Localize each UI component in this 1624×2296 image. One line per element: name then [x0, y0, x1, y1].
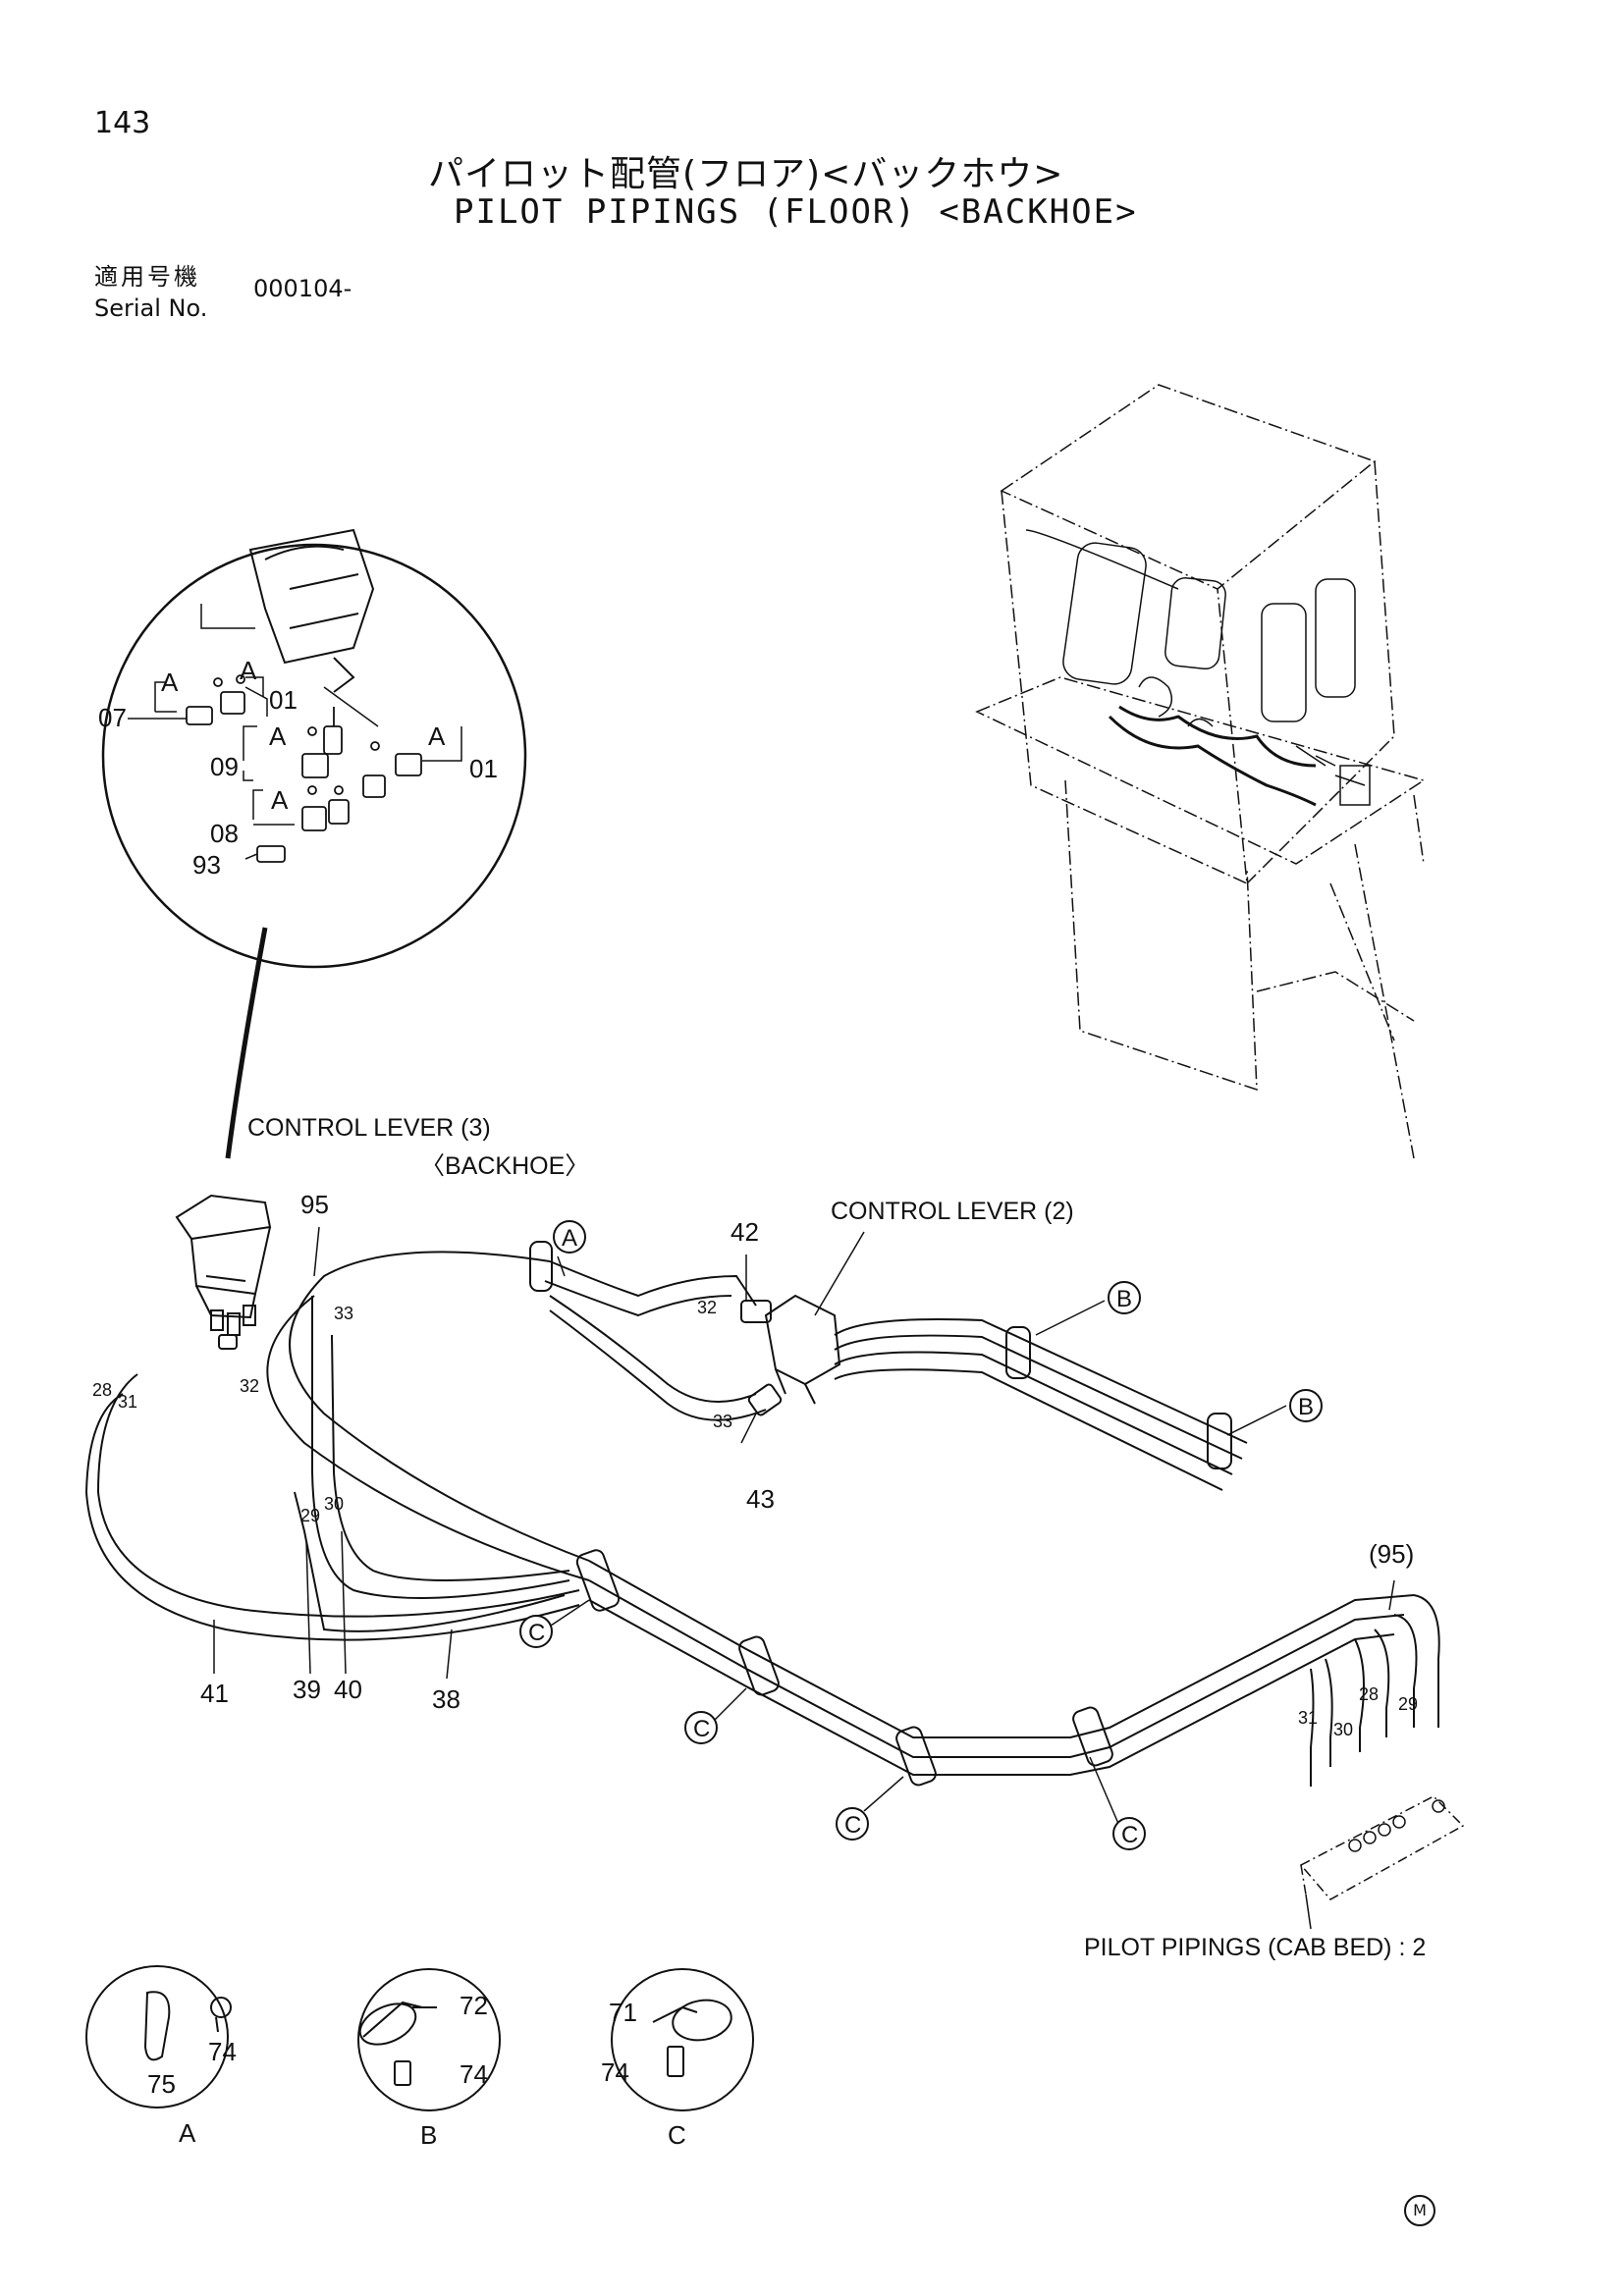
clamp-c-part-71: 71: [609, 1998, 637, 2027]
part-40: 40: [334, 1675, 362, 1704]
svg-text:B: B: [1298, 1394, 1314, 1420]
label-backhoe: 〈BACKHOE〉: [420, 1152, 590, 1180]
part-43: 43: [746, 1484, 775, 1514]
callout-c-4: C: [1112, 1817, 1146, 1850]
callout-b-1: B: [1108, 1281, 1141, 1314]
page-title-japanese: パイロット配管(フロア)<バックホウ>: [428, 154, 1064, 194]
part-30-right: 30: [1333, 1720, 1354, 1739]
detail-label-01-right: 01: [469, 754, 498, 783]
detail-label-a-mid-left: A: [269, 721, 287, 751]
callout-c-1: C: [519, 1615, 553, 1648]
clamp-b-part-72: 72: [460, 1991, 488, 2020]
part-31: 31: [118, 1392, 138, 1412]
part-95: 95: [300, 1190, 329, 1219]
clamp-c-letter: C: [668, 2120, 686, 2150]
part-28: 28: [92, 1380, 113, 1400]
clamp-detail-a: [85, 1965, 232, 2109]
clamp-b-letter: B: [420, 2120, 438, 2150]
detail-label-a-left: A: [161, 667, 179, 697]
svg-text:A: A: [562, 1225, 577, 1252]
control-lever-3: [175, 1194, 272, 1350]
detail-label-93: 93: [192, 850, 221, 880]
part-42: 42: [731, 1217, 759, 1247]
part-32-top: 32: [697, 1298, 718, 1317]
clamp-b-part-74: 74: [460, 2059, 488, 2089]
svg-text:C: C: [693, 1716, 710, 1742]
part-29-right: 29: [1398, 1694, 1419, 1714]
callout-b-2: B: [1289, 1389, 1323, 1422]
svg-text:B: B: [1116, 1286, 1132, 1312]
detail-label-a-lower: A: [271, 785, 289, 815]
clamp-a-part-74: 74: [208, 2037, 237, 2066]
part-28-right: 28: [1359, 1684, 1380, 1704]
clamp-detail-b: [357, 1968, 501, 2111]
control-lever-2: [740, 1294, 841, 1416]
detail-circle-fittings: [101, 528, 527, 1159]
part-41: 41: [200, 1679, 229, 1708]
footer-mark: M: [1404, 2195, 1435, 2226]
part-30: 30: [324, 1494, 345, 1514]
detail-label-a-right: A: [240, 656, 257, 685]
callout-c-2: C: [684, 1711, 718, 1744]
svg-text:C: C: [844, 1812, 861, 1839]
clamp-detail-c: [611, 1968, 754, 2111]
part-31-right: 31: [1298, 1708, 1319, 1728]
callout-a: A: [553, 1220, 586, 1254]
serial-label-japanese: 適用号機: [94, 263, 200, 291]
part-39: 39: [293, 1675, 321, 1704]
serial-number-value: 000104-: [253, 275, 352, 302]
clamp-markers: [529, 1241, 1232, 1787]
part-32-lever: 32: [240, 1376, 260, 1396]
hose-bundle: [84, 1251, 1440, 1787]
page-title-english: PILOT PIPINGS (FLOOR) <BACKHOE>: [454, 192, 1138, 232]
page-number: 143: [94, 106, 151, 140]
svg-text:C: C: [1121, 1822, 1138, 1848]
detail-label-07: 07: [98, 703, 127, 732]
detail-label-01-top: 01: [269, 685, 298, 715]
callout-c-3: C: [836, 1807, 869, 1841]
label-cab-bed: PILOT PIPINGS (CAB BED) : 2: [1084, 1934, 1427, 1961]
clamp-a-letter: A: [179, 2118, 196, 2148]
part-38: 38: [432, 1684, 460, 1714]
label-control-lever-3: CONTROL LEVER (3): [247, 1114, 491, 1142]
svg-text:C: C: [528, 1620, 545, 1646]
part-29: 29: [300, 1506, 321, 1525]
detail-label-09: 09: [210, 752, 239, 781]
cab-illustration: [975, 384, 1426, 1159]
cab-bed-plate: [1299, 1795, 1465, 1900]
label-control-lever-2: CONTROL LEVER (2): [831, 1198, 1074, 1225]
clamp-c-part-74: 74: [601, 2057, 629, 2087]
label-leaders: [213, 1226, 1395, 1930]
detail-label-a-mid-right: A: [428, 721, 446, 751]
clamp-a-part-75: 75: [147, 2069, 176, 2099]
part-95-paren: (95): [1369, 1539, 1415, 1569]
serial-label-english: Serial No.: [94, 294, 208, 322]
part-33-top: 33: [334, 1304, 354, 1323]
part-33-mid: 33: [713, 1412, 733, 1431]
detail-label-08: 08: [210, 819, 239, 848]
